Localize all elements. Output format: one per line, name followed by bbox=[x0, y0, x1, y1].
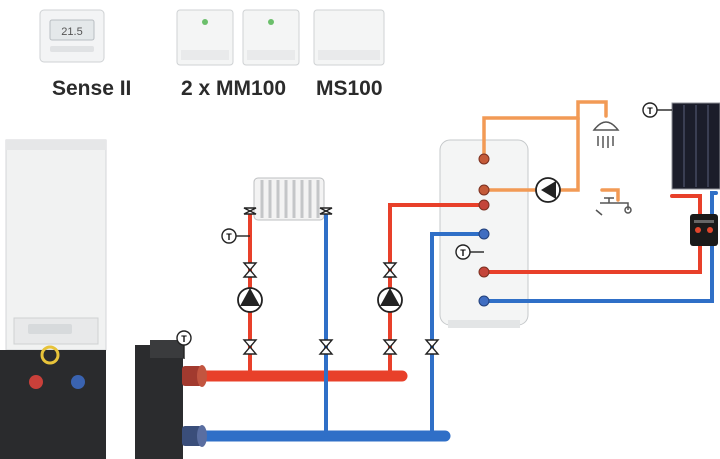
boiler bbox=[0, 139, 107, 459]
label-sense-ii: Sense II bbox=[52, 77, 132, 100]
pump-dhw-circulation bbox=[535, 177, 561, 203]
sensor-label: T bbox=[181, 334, 187, 344]
solar-pump-station bbox=[690, 214, 718, 246]
pump-cylinder-circuit bbox=[377, 287, 403, 313]
tap-icon bbox=[595, 197, 632, 216]
label-ms100: MS100 bbox=[316, 77, 383, 100]
sensor-label: T bbox=[647, 106, 653, 116]
sensor-label: T bbox=[460, 248, 466, 258]
header-flow-connector bbox=[182, 365, 207, 387]
temperature-sensor-header: T bbox=[176, 330, 192, 359]
low-loss-header bbox=[135, 340, 184, 459]
header-return-connector bbox=[182, 425, 207, 447]
cylinder-ports bbox=[478, 153, 490, 307]
temperature-sensor-radiator: T bbox=[221, 228, 250, 244]
valves bbox=[242, 207, 440, 355]
radiator bbox=[253, 177, 325, 221]
mm100-module-1 bbox=[176, 9, 234, 66]
return-pipes bbox=[184, 191, 718, 442]
shower-icon bbox=[592, 121, 620, 148]
dhw-pipes bbox=[482, 100, 620, 202]
mm100-module-2 bbox=[242, 9, 300, 66]
pump-radiator-circuit bbox=[237, 287, 263, 313]
temperature-sensor-cylinder: T bbox=[455, 244, 484, 260]
sense-ii-controller: 21.5 bbox=[39, 9, 105, 63]
sensor-label: T bbox=[226, 232, 232, 242]
solar-panel bbox=[671, 102, 720, 190]
temperature-sensor-solar: T bbox=[642, 102, 672, 118]
controller-display-value: 21.5 bbox=[61, 26, 82, 38]
ms100-module bbox=[313, 9, 385, 66]
label-mm100: 2 x MM100 bbox=[181, 77, 287, 100]
